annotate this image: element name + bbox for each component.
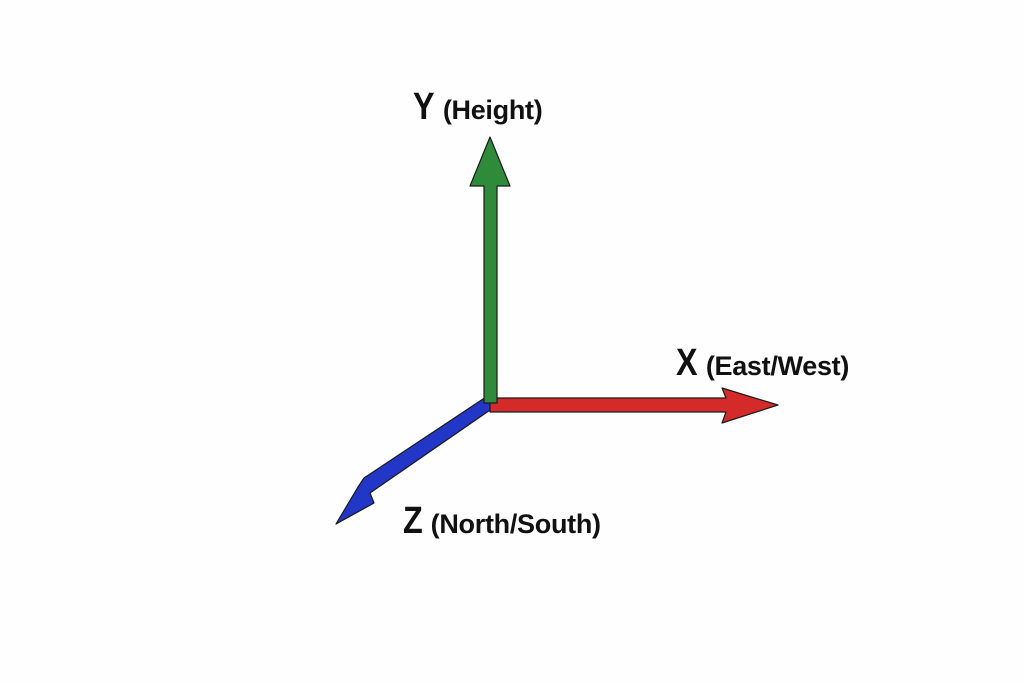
x-axis-description: (East/West) — [705, 351, 850, 381]
y-axis-label: Y (Height) — [413, 86, 543, 128]
y-axis-description: (Height) — [442, 95, 543, 125]
z-axis-arrow — [335, 396, 494, 525]
x-axis-label: X (East/West) — [676, 344, 849, 382]
z-axis-letter: Z — [403, 500, 423, 542]
z-axis-description: (North/South) — [430, 509, 601, 539]
x-axis-arrow — [489, 387, 779, 424]
y-axis-arrow — [469, 136, 511, 404]
x-axis-letter: X — [676, 342, 698, 384]
z-axis-label: Z (North/South) — [403, 502, 601, 540]
y-axis-letter: Y — [413, 86, 435, 128]
